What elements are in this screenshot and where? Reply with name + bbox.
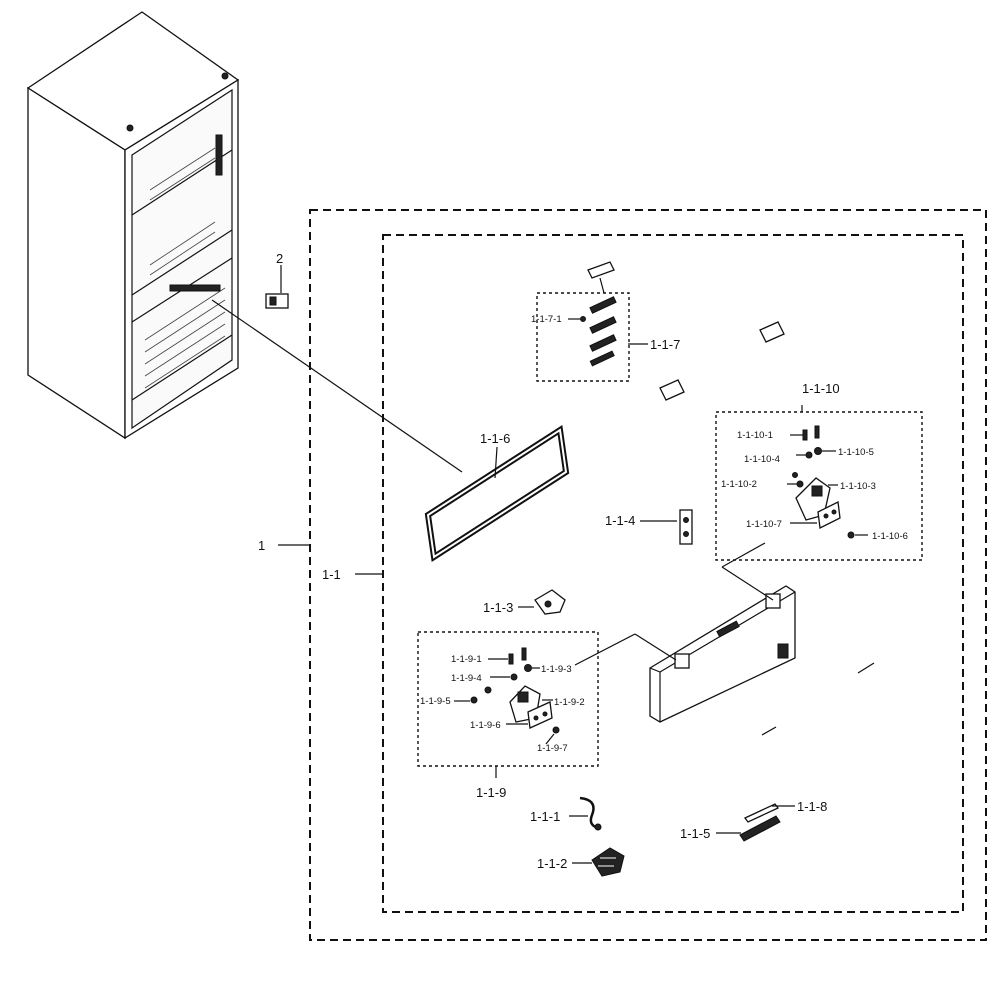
label-1-1-10-4: 1-1-10-4	[744, 454, 780, 465]
label-1-1-9-7: 1-1-9-7	[537, 743, 568, 754]
label-1-1-9-2: 1-1-9-2	[554, 697, 585, 708]
part-1-1-10-group	[787, 405, 868, 539]
label-1-1-1: 1-1-1	[530, 809, 560, 824]
part-1-1-3-hinge	[518, 589, 566, 615]
assembly-1-1-10-box	[715, 411, 923, 561]
label-1-1-10: 1-1-10	[802, 381, 840, 396]
assembly-1-box	[309, 209, 987, 941]
label-1-1: 1-1	[322, 567, 341, 582]
label-1-1-9-4: 1-1-9-4	[451, 673, 482, 684]
assembly-1-1-9-box	[417, 631, 599, 767]
label-1-1-8: 1-1-8	[797, 799, 827, 814]
label-1-1-7: 1-1-7	[650, 337, 680, 352]
part-1-1-1-cable	[569, 796, 602, 831]
drawer-front-panel	[574, 542, 796, 723]
label-1-1-9-1: 1-1-9-1	[451, 654, 482, 665]
part-1-1-5-and-1-1-8	[716, 803, 795, 842]
label-1-1-2: 1-1-2	[537, 856, 567, 871]
label-1-1-3: 1-1-3	[483, 600, 513, 615]
label-1-1-7-1: 1-1-7-1	[531, 314, 562, 325]
label-1-1-10-5: 1-1-10-5	[838, 447, 874, 458]
label-1: 1	[258, 538, 265, 553]
label-1-1-9-3: 1-1-9-3	[541, 664, 572, 675]
clip-lower	[659, 379, 685, 401]
part-1-1-6-gasket	[424, 424, 570, 563]
label-1-1-6: 1-1-6	[480, 431, 510, 446]
label-2: 2	[276, 251, 283, 266]
label-1-1-5: 1-1-5	[680, 826, 710, 841]
part-1-1-4-bracket	[640, 509, 693, 545]
label-1-1-4: 1-1-4	[605, 513, 635, 528]
part-1-1-2-connector	[572, 847, 625, 877]
part-1-1-7-group	[568, 261, 648, 367]
label-1-1-9: 1-1-9	[476, 785, 506, 800]
part-2-bracket	[265, 265, 289, 309]
label-1-1-10-1: 1-1-10-1	[737, 430, 773, 441]
label-1-1-10-3: 1-1-10-3	[840, 481, 876, 492]
leader-cabinet-to-gasket	[211, 299, 463, 473]
refrigerator-cabinet	[26, 11, 240, 440]
part-1-1-9-group	[454, 647, 560, 778]
assembly-1-1-7-box	[536, 292, 630, 382]
clip-upper	[759, 321, 785, 343]
label-1-1-9-5: 1-1-9-5	[420, 696, 451, 707]
label-1-1-10-6: 1-1-10-6	[872, 531, 908, 542]
label-1-1-10-7: 1-1-10-7	[746, 519, 782, 530]
label-1-1-9-6: 1-1-9-6	[470, 720, 501, 731]
label-1-1-10-2: 1-1-10-2	[721, 479, 757, 490]
